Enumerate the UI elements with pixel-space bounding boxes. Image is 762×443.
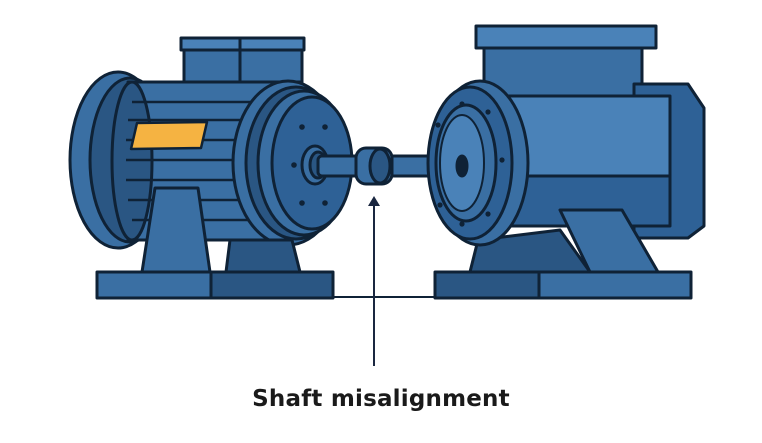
- driven-machine: [426, 24, 706, 300]
- annotation-arrow: [368, 196, 380, 366]
- motor: [68, 36, 354, 300]
- annotation-label: Shaft misalignment: [252, 386, 510, 412]
